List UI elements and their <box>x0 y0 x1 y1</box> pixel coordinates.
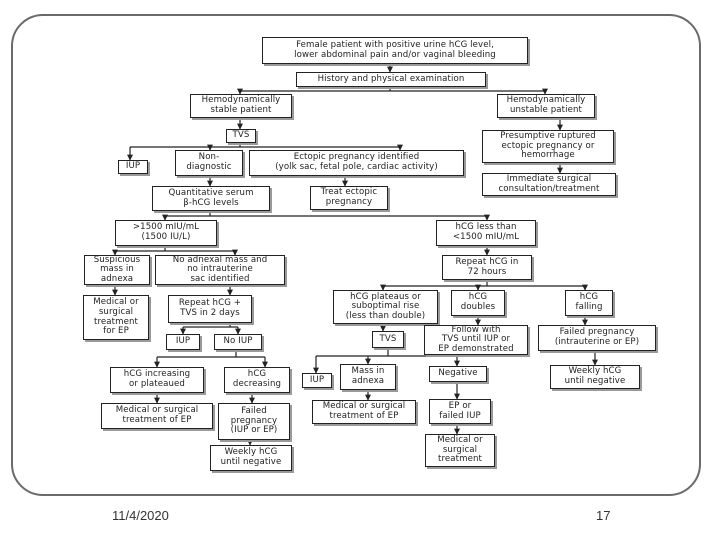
node-iup-2: IUP <box>166 334 200 350</box>
node-repeat2days: Repeat hCG + TVS in 2 days <box>168 295 252 323</box>
node-presumptive: Presumptive ruptured ectopic pregnancy o… <box>482 130 614 163</box>
node-ectopic-identified: Ectopic pregnancy identified (yolk sac, … <box>249 150 464 176</box>
slide-frame <box>11 14 701 496</box>
node-med-surg-ep-2: Medical or surgical treatment of EP <box>101 403 213 429</box>
node-ep-failed-iup: EP or failed IUP <box>429 399 491 424</box>
node-hcg-increasing: hCG increasing or plateaued <box>110 367 204 393</box>
node-mass-adnexa: Mass in adnexa <box>340 364 396 390</box>
node-med-surg-treatment: Medical or surgical treatment <box>425 434 495 467</box>
node-plateaus: hCG plateaus or suboptimal rise (less th… <box>333 290 438 324</box>
node-follow: Follow with TVS until IUP or EP demonstr… <box>424 325 528 355</box>
node-no-adnexal: No adnexal mass and no intrauterine sac … <box>155 255 285 285</box>
footer-page-number: 17 <box>596 508 611 523</box>
node-stable: Hemodynamically stable patient <box>190 94 292 118</box>
node-med-surg-ep-3: Medical or surgical treatment of EP <box>312 400 416 424</box>
node-suspicious: Suspicious mass in adnexa <box>84 255 150 285</box>
node-failed-1: Failed pregnancy (intrauterine or EP) <box>538 325 656 351</box>
node-iup-1: IUP <box>118 160 148 174</box>
node-start: Female patient with positive urine hCG l… <box>262 37 528 64</box>
node-immediate: Immediate surgical consultation/treatmen… <box>482 173 616 196</box>
node-unstable: Hemodynamically unstable patient <box>497 94 595 118</box>
node-history: History and physical examination <box>296 72 486 87</box>
node-doubles: hCG doubles <box>451 290 505 316</box>
node-nondiagnostic: Non- diagnostic <box>175 150 243 176</box>
node-no-iup: No IUP <box>214 334 262 350</box>
node-repeat72: Repeat hCG in 72 hours <box>442 255 532 280</box>
node-tvs-1: TVS <box>226 129 256 143</box>
node-treat-ectopic: Treat ectopic pregnancy <box>310 186 388 210</box>
node-iup-3: IUP <box>302 373 332 388</box>
node-weekly-1: Weekly hCG until negative <box>550 365 640 389</box>
node-med-surg-ep-1: Medical or surgical treatment for EP <box>83 295 149 340</box>
node-tvs-2: TVS <box>372 331 404 348</box>
footer-date: 11/4/2020 <box>112 508 169 523</box>
node-hcg-decreasing: hCG decreasing <box>224 367 290 393</box>
node-negative: Negative <box>429 366 487 382</box>
node-quantitative: Quantitative serum β-hCG levels <box>152 186 270 211</box>
node-lt1500: hCG less than <1500 mIU/mL <box>436 220 536 246</box>
node-weekly-2: Weekly hCG until negative <box>210 445 292 471</box>
node-failed-2: Failed pregnancy (IUP or EP) <box>218 403 290 440</box>
node-falling: hCG falling <box>565 290 613 316</box>
node-gt1500: >1500 mIU/mL (1500 IU/L) <box>115 220 217 246</box>
